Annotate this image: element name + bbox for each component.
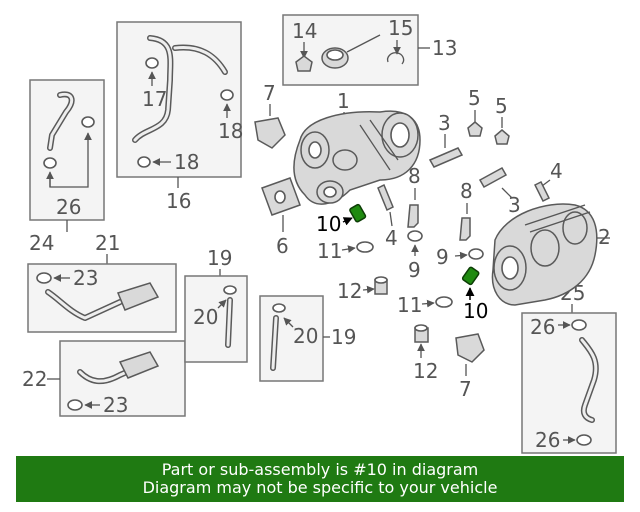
callout-23-bottom: 23 xyxy=(103,393,128,417)
banner-line-2: Diagram may not be specific to your vehi… xyxy=(142,478,498,497)
callout-16: 16 xyxy=(166,189,191,213)
small-parts: 3 3 5 5 4 4 6 7 7 8 xyxy=(254,81,563,401)
circlip-part xyxy=(386,52,405,65)
callout-18-bottom: 18 xyxy=(174,150,199,174)
callout-26-left: 26 xyxy=(56,195,81,219)
callout-7-bottom: 7 xyxy=(459,377,472,401)
actuator-kit-box: 13 14 15 xyxy=(282,14,457,86)
callout-7-top: 7 xyxy=(263,81,276,105)
callout-2: 2 xyxy=(598,225,611,249)
oil-line-box-16: 16 17 18 18 xyxy=(116,21,243,213)
callout-5-left: 5 xyxy=(468,86,481,110)
callout-12-upper: 12 xyxy=(337,279,362,303)
nut-part xyxy=(295,55,313,72)
callout-11-upper: 11 xyxy=(317,239,342,263)
turbocharger-1: 1 xyxy=(293,89,421,205)
callout-8-right: 8 xyxy=(460,179,473,203)
turbocharger-2: 2 xyxy=(491,203,611,306)
callout-19-bottom: 19 xyxy=(331,325,356,349)
callout-3-bottom: 3 xyxy=(508,193,521,217)
banner-line-1: Part or sub-assembly is #10 in diagram xyxy=(161,460,479,479)
callout-9-left: 9 xyxy=(408,258,421,282)
callout-5-right: 5 xyxy=(495,94,508,118)
callout-6: 6 xyxy=(276,234,289,258)
info-banner: Part or sub-assembly is #10 in diagram D… xyxy=(16,456,624,502)
callout-13: 13 xyxy=(432,36,457,60)
callout-22: 22 xyxy=(22,367,47,391)
washer-18-top xyxy=(220,89,234,101)
washer-18-bottom xyxy=(137,156,151,168)
callout-26-bottom: 26 xyxy=(535,428,560,452)
callout-19-top: 19 xyxy=(207,246,232,270)
callout-8-left: 8 xyxy=(408,164,421,188)
callout-20-right: 20 xyxy=(293,324,318,348)
coolant-line-box-24: 26 24 xyxy=(29,79,105,255)
coolant-line-box-25: 25 26 26 xyxy=(521,281,617,454)
line-box-22: 22 23 xyxy=(22,340,186,417)
callout-10-left: 10 xyxy=(316,212,341,236)
callout-18-top: 18 xyxy=(218,119,243,143)
callout-1: 1 xyxy=(337,89,350,113)
callout-4-right: 4 xyxy=(550,159,563,183)
callout-12-lower: 12 xyxy=(413,359,438,383)
line-box-19-lower: 20 19 xyxy=(259,295,356,382)
callout-20-left: 20 xyxy=(193,305,218,329)
callout-23-top: 23 xyxy=(73,266,98,290)
callout-14: 14 xyxy=(292,19,317,43)
callout-9-right: 9 xyxy=(436,245,449,269)
parts-diagram: 13 14 15 16 17 18 18 2 xyxy=(22,14,617,454)
part-10-right-icon xyxy=(461,266,480,286)
callout-15: 15 xyxy=(388,16,413,40)
washer-17 xyxy=(145,57,159,69)
part-10-left-icon xyxy=(349,203,367,223)
callout-11-lower: 11 xyxy=(397,293,422,317)
callout-21: 21 xyxy=(95,231,120,255)
line-box-19-upper: 19 20 xyxy=(184,246,248,363)
callout-10-right: 10 xyxy=(463,299,488,323)
callout-4-left: 4 xyxy=(385,226,398,250)
callout-3-top: 3 xyxy=(438,111,451,135)
callout-17: 17 xyxy=(142,87,167,111)
callout-24: 24 xyxy=(29,231,54,255)
line-box-21: 21 23 xyxy=(27,231,177,333)
callout-26-top: 26 xyxy=(530,315,555,339)
highlighted-part-10: 10 10 xyxy=(316,203,488,323)
